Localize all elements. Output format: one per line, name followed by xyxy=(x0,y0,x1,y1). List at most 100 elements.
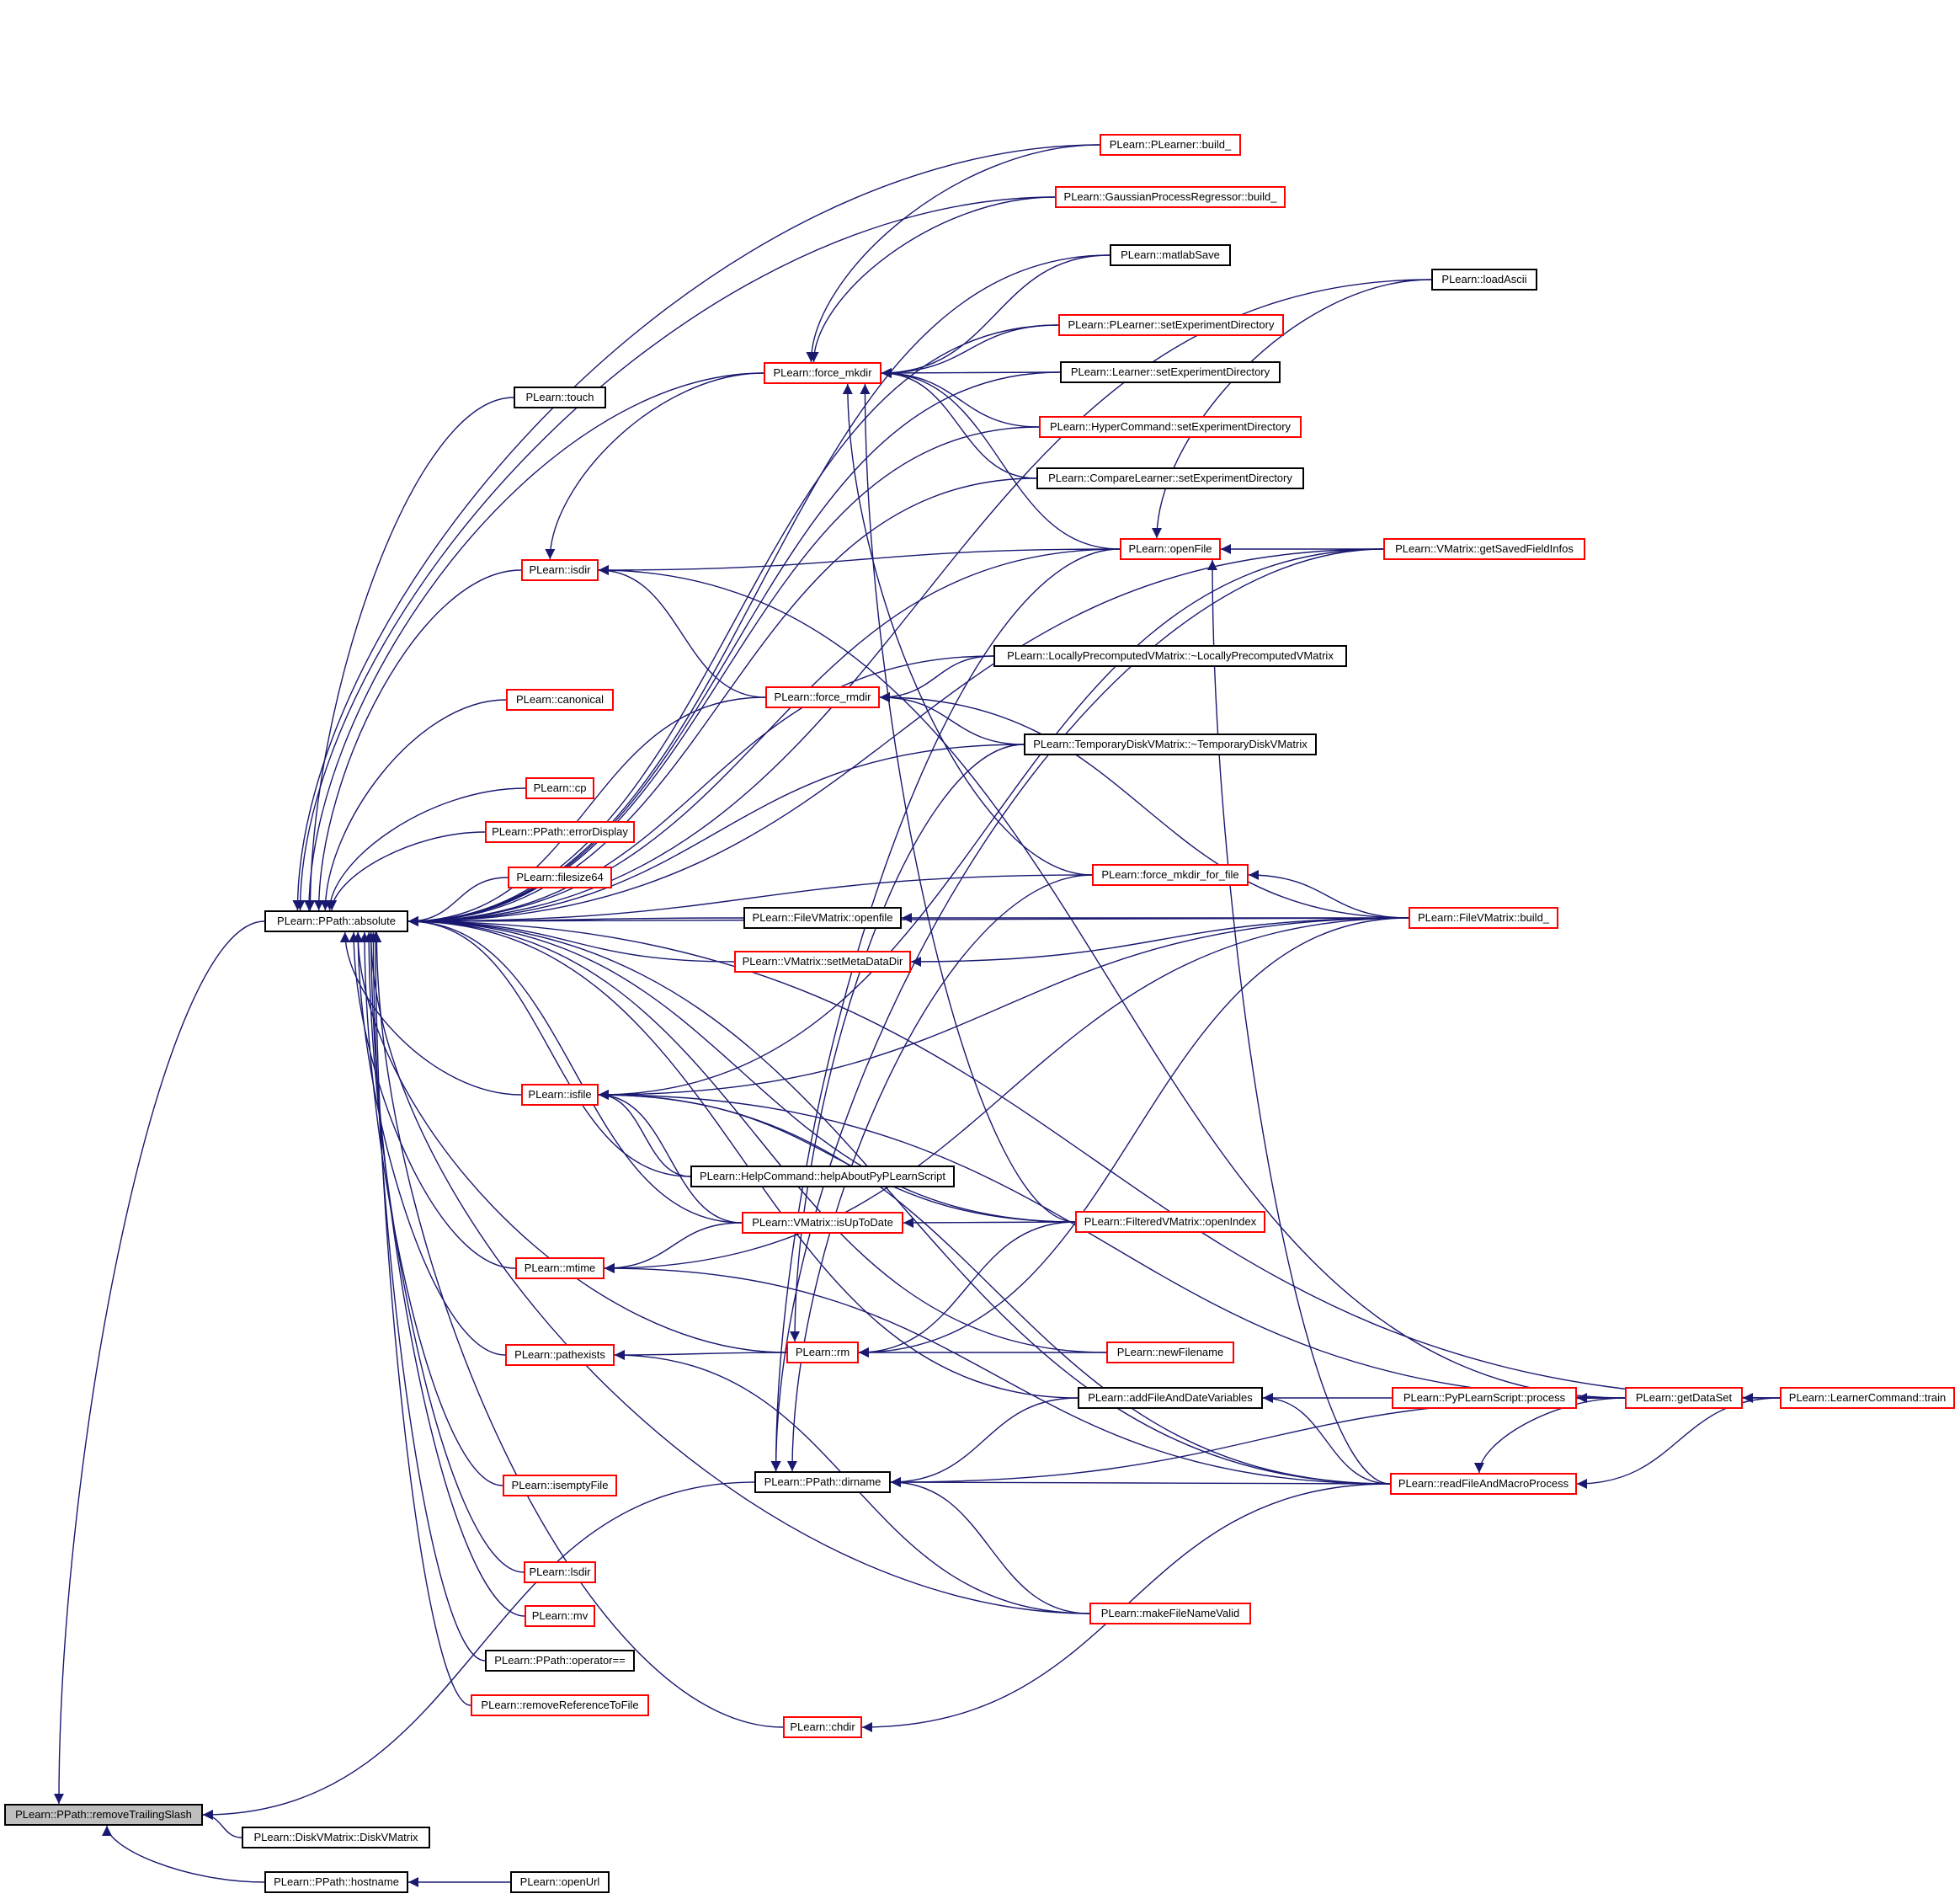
edge-forceRmdir-to-isdir xyxy=(598,565,766,698)
node-getSavedFieldInfos[interactable]: PLearn::VMatrix::getSavedFieldInfos xyxy=(1383,538,1585,560)
edge-mtime-to-absolute xyxy=(349,931,516,1269)
edge-localPrecomp-to-absolute xyxy=(407,655,994,926)
node-plearnerBuild[interactable]: PLearn::PLearner::build_ xyxy=(1100,134,1241,156)
edge-removeReferenceToFile-to-absolute xyxy=(370,931,471,1706)
node-openUrl[interactable]: PLearn::openUrl xyxy=(510,1871,610,1893)
node-isUpToDate[interactable]: PLearn::VMatrix::isUpToDate xyxy=(742,1212,903,1234)
node-lsdir[interactable]: PLearn::lsdir xyxy=(524,1561,596,1583)
edge-readFileAndMacro-to-absolute xyxy=(407,916,1391,1485)
edge-compareSetExpDir-to-forceMkdir xyxy=(881,368,1037,479)
edge-localPrecomp-to-forceRmdir xyxy=(879,655,994,702)
edge-hyperSetExpDir-to-absolute xyxy=(407,426,1040,926)
node-readFileAndMacro[interactable]: PLearn::readFileAndMacroProcess xyxy=(1390,1473,1577,1495)
edge-tempDisk-to-absolute xyxy=(407,744,1025,926)
node-absolute[interactable]: PLearn::PPath::absolute xyxy=(264,910,408,932)
node-forceMkdir[interactable]: PLearn::force_mkdir xyxy=(764,362,881,384)
node-compareSetExpDir[interactable]: PLearn::CompareLearner::setExperimentDir… xyxy=(1036,467,1304,489)
node-plearnerSetExpDir[interactable]: PLearn::PLearner::setExperimentDirectory xyxy=(1058,314,1284,336)
node-mtime[interactable]: PLearn::mtime xyxy=(515,1257,605,1279)
edge-diskVMatrix-to-removeTrailingSlash xyxy=(202,1810,242,1838)
edge-compareSetExpDir-to-absolute xyxy=(407,477,1037,926)
node-fileVMatrixOpenfile[interactable]: PLearn::FileVMatrix::openfile xyxy=(743,907,902,929)
edge-forceRmdir-to-absolute xyxy=(407,696,766,926)
edge-fileVMatrixBuild-to-mtime xyxy=(604,917,1409,1273)
edge-fileVMatrixBuild-to-rm xyxy=(858,917,1409,1358)
node-helpAboutPyPLearnScript[interactable]: PLearn::HelpCommand::helpAboutPyPLearnSc… xyxy=(690,1166,955,1187)
edge-hyperSetExpDir-to-forceMkdir xyxy=(881,368,1040,428)
node-learnerCommandTrain[interactable]: PLearn::LearnerCommand::train xyxy=(1780,1387,1955,1409)
edge-makeFileNameValid-to-absolute xyxy=(365,931,1090,1614)
edge-plearnerBuild-to-absolute xyxy=(292,144,1100,911)
node-hyperSetExpDir[interactable]: PLearn::HyperCommand::setExperimentDirec… xyxy=(1039,416,1302,438)
edge-isdir-to-absolute xyxy=(313,569,522,911)
edge-lsdir-to-absolute xyxy=(364,931,525,1573)
node-openFile[interactable]: PLearn::openFile xyxy=(1120,538,1221,560)
node-getDataSet[interactable]: PLearn::getDataSet xyxy=(1625,1387,1743,1409)
edge-tempDisk-to-forceRmdir xyxy=(879,692,1025,745)
node-canonical[interactable]: PLearn::canonical xyxy=(506,689,614,711)
edge-forceMkdirForFile-to-forceMkdir xyxy=(842,383,1093,876)
node-filesize64[interactable]: PLearn::filesize64 xyxy=(508,867,612,888)
edge-gprBuild-to-absolute xyxy=(295,196,1056,911)
edge-cp-to-absolute xyxy=(324,787,526,911)
edge-pathexists-to-absolute xyxy=(353,931,506,1356)
edge-isfile-to-absolute xyxy=(339,931,522,1096)
node-matlabSave[interactable]: PLearn::matlabSave xyxy=(1110,244,1231,266)
edge-readFileAndMacro-to-mtime xyxy=(604,1263,1391,1485)
edge-setMetaDataDir-to-absolute xyxy=(407,916,735,963)
node-fileVMatrixBuild[interactable]: PLearn::FileVMatrix::build_ xyxy=(1409,907,1558,929)
node-isdir[interactable]: PLearn::isdir xyxy=(521,559,599,581)
edge-learnerCommandTrain-to-absolute xyxy=(407,916,1781,1399)
edge-rm-to-absolute xyxy=(353,931,787,1353)
edge-forceMkdirForFile-to-absolute xyxy=(407,874,1093,926)
edge-getSavedFieldInfos-to-isfile xyxy=(598,548,1384,1100)
edge-mv-to-absolute xyxy=(365,931,525,1617)
edge-fileVMatrixBuild-to-isfile xyxy=(598,917,1409,1100)
edge-operatorEq-to-absolute xyxy=(368,931,486,1662)
node-mv[interactable]: PLearn::mv xyxy=(525,1605,595,1627)
node-pathexists[interactable]: PLearn::pathexists xyxy=(505,1344,615,1366)
edge-helpAboutPyPLearnScript-to-absolute xyxy=(407,916,691,1177)
node-setMetaDataDir[interactable]: PLearn::VMatrix::setMetaDataDir xyxy=(734,951,911,973)
node-makeFileNameValid[interactable]: PLearn::makeFileNameValid xyxy=(1089,1603,1251,1624)
node-gprBuild[interactable]: PLearn::GaussianProcessRegressor::build_ xyxy=(1055,186,1286,208)
node-touch[interactable]: PLearn::touch xyxy=(514,387,606,408)
node-learnerSetExpDir[interactable]: PLearn::Learner::setExperimentDirectory xyxy=(1060,361,1281,383)
node-errorDisplay[interactable]: PLearn::PPath::errorDisplay xyxy=(485,821,635,843)
node-chdir[interactable]: PLearn::chdir xyxy=(783,1716,862,1738)
node-localPrecomp[interactable]: PLearn::LocallyPrecomputedVMatrix::~Loca… xyxy=(993,645,1347,667)
node-forceRmdir[interactable]: PLearn::force_rmdir xyxy=(765,686,880,708)
node-cp[interactable]: PLearn::cp xyxy=(525,777,594,799)
node-isemptyFile[interactable]: PLearn::isemptyFile xyxy=(503,1475,617,1496)
edge-filteredOpenIndex-to-isUpToDate xyxy=(903,1217,1076,1228)
node-rm[interactable]: PLearn::rm xyxy=(786,1342,859,1363)
node-isfile[interactable]: PLearn::isfile xyxy=(521,1084,599,1106)
edge-addFileAndDate-to-dirname xyxy=(890,1397,1079,1487)
node-filteredOpenIndex[interactable]: PLearn::FilteredVMatrix::openIndex xyxy=(1075,1211,1265,1233)
node-diskVMatrix[interactable]: PLearn::DiskVMatrix::DiskVMatrix xyxy=(242,1827,430,1848)
node-hostname[interactable]: PLearn::PPath::hostname xyxy=(264,1871,408,1893)
edge-forceMkdir-to-absolute xyxy=(303,372,764,911)
edge-plearnerBuild-to-forceMkdir xyxy=(806,144,1100,363)
edge-dirname-to-removeTrailingSlash xyxy=(202,1481,755,1820)
node-tempDisk[interactable]: PLearn::TemporaryDiskVMatrix::~Temporary… xyxy=(1024,733,1317,755)
node-operatorEq[interactable]: PLearn::PPath::operator== xyxy=(485,1650,635,1672)
edge-newFilename-to-absolute xyxy=(407,916,1107,1353)
node-pyPLearnProcess[interactable]: PLearn::PyPLearnScript::process xyxy=(1392,1387,1577,1409)
node-dirname[interactable]: PLearn::PPath::dirname xyxy=(754,1471,891,1493)
node-addFileAndDate[interactable]: PLearn::addFileAndDateVariables xyxy=(1078,1387,1263,1409)
edge-filteredOpenIndex-to-rm xyxy=(858,1221,1076,1358)
edge-filesize64-to-absolute xyxy=(407,877,509,926)
edge-learnerSetExpDir-to-forceMkdir xyxy=(881,367,1061,378)
edge-openFile-to-absolute xyxy=(407,548,1121,926)
node-forceMkdirForFile[interactable]: PLearn::force_mkdir_for_file xyxy=(1092,864,1249,886)
node-removeReferenceToFile[interactable]: PLearn::removeReferenceToFile xyxy=(471,1694,649,1716)
edge-getDataSet-to-readFileAndMacro xyxy=(1473,1397,1626,1474)
edge-readFileAndMacro-to-dirname xyxy=(890,1477,1391,1488)
edge-gprBuild-to-forceMkdir xyxy=(808,196,1056,363)
edge-rm-to-pathexists xyxy=(614,1349,787,1360)
edge-getDataSet-to-isfile xyxy=(598,1090,1626,1399)
node-newFilename[interactable]: PLearn::newFilename xyxy=(1106,1342,1234,1363)
node-loadAscii[interactable]: PLearn::loadAscii xyxy=(1431,269,1537,291)
